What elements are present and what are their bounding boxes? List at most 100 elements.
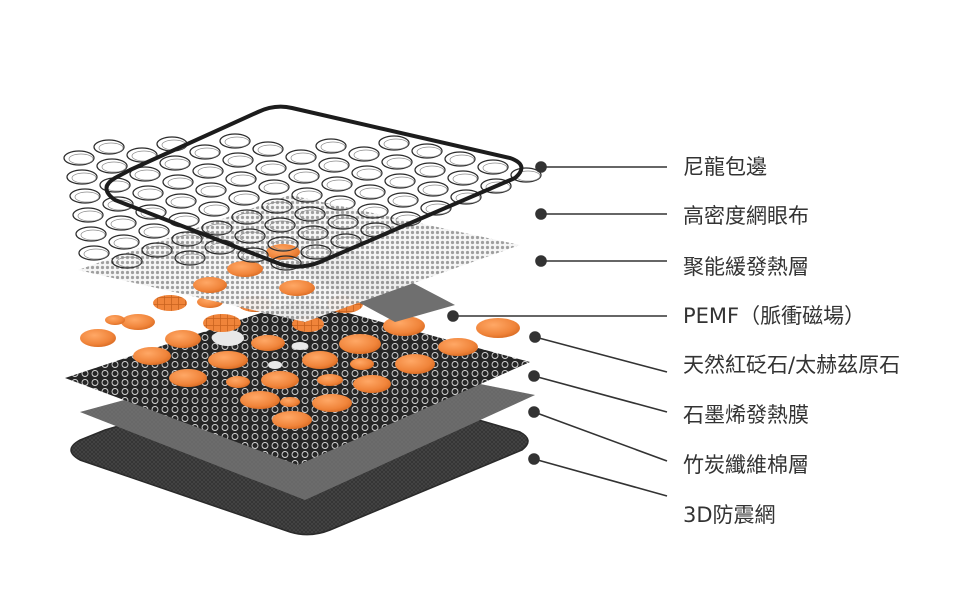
mesh-ring-inner [260, 163, 286, 175]
mesh-ring-inner [455, 192, 481, 204]
mesh-ring-inner [170, 196, 196, 208]
label-bamboo-cotton: 竹炭纖維棉層 [683, 453, 809, 477]
mesh-ring-inner [419, 165, 445, 177]
mesh-ring [291, 187, 323, 203]
mesh-ring [264, 217, 296, 233]
mesh-ring [300, 244, 332, 260]
mesh-ring-inner [293, 171, 319, 183]
mesh-ring [330, 233, 362, 249]
mesh-ring [126, 147, 158, 163]
mesh-ring-inner [359, 187, 385, 199]
mesh-ring [357, 203, 389, 219]
label-energy-heating-layer: 聚能緩發熱層 [683, 255, 809, 279]
mesh-ring [270, 255, 302, 271]
mesh-ring [72, 207, 104, 223]
nylon-edge-frame [104, 104, 524, 269]
mesh-ring-inner [356, 168, 382, 180]
mesh-ring [135, 204, 167, 220]
mesh-ring-inner [101, 161, 127, 173]
mesh-ring-inner [140, 207, 166, 219]
mesh-ring [252, 141, 284, 157]
mesh-ring [294, 206, 326, 222]
mesh-ring [225, 171, 257, 187]
mesh-ring [174, 250, 206, 266]
mesh-ring [228, 190, 260, 206]
mesh-ring [141, 242, 173, 258]
mesh-ring-inner [74, 191, 100, 203]
mesh-ring [447, 170, 479, 186]
mesh-ring-inner [194, 147, 220, 159]
mesh-ring-inner [269, 220, 295, 232]
mesh-ring-inner [323, 160, 349, 172]
mesh-ring [105, 215, 137, 231]
mesh-ring [267, 236, 299, 252]
mesh-ring-inner [167, 177, 193, 189]
mesh-ring [324, 195, 356, 211]
mesh-ring [414, 162, 446, 178]
mesh-ring [201, 220, 233, 236]
mesh-ring [420, 200, 452, 216]
mesh-ring [384, 173, 416, 189]
mesh-ring [378, 135, 410, 151]
mesh-ring [354, 184, 386, 200]
mesh-ring [69, 188, 101, 204]
mesh-ring-inner [134, 169, 160, 181]
stone-highlights [193, 244, 315, 296]
mesh-ring [222, 152, 254, 168]
mesh-ring-inner [335, 236, 361, 248]
mesh-ring [93, 139, 125, 155]
mesh-ring [348, 146, 380, 162]
mesh-ring-inner [116, 256, 142, 268]
mesh-ring-inner [110, 218, 136, 230]
mesh-ring [258, 179, 290, 195]
mesh-ring-inner [302, 228, 328, 240]
mesh-ring [297, 225, 329, 241]
mesh-ring-inner [224, 136, 250, 148]
mesh-ring [198, 201, 230, 217]
mesh-ring [96, 158, 128, 174]
label-nylon-edge: 尼龍包邊 [683, 155, 767, 179]
mesh-ring-inner [326, 179, 352, 191]
mesh-ring-inner [242, 250, 268, 262]
mesh-ring-inner [353, 149, 379, 161]
mesh-ring [417, 181, 449, 197]
mesh-ring [381, 154, 413, 170]
mesh-ring [255, 160, 287, 176]
label-high-density-mesh: 高密度網眼布 [683, 204, 809, 228]
mesh-ring [411, 143, 443, 159]
mesh-ring-inner [176, 234, 202, 246]
mesh-ring-inner [425, 203, 451, 215]
mesh-ring [129, 166, 161, 182]
mesh-ring [288, 168, 320, 184]
label-stone-layer: 天然紅砭石/太赫茲原石 [683, 353, 901, 377]
mesh-ring-inner [68, 153, 94, 165]
mesh-ring [159, 155, 191, 171]
mesh-ring-inner [80, 229, 106, 241]
mesh-ring [444, 151, 476, 167]
mesh-ring-inner [206, 223, 232, 235]
mesh-ring [165, 193, 197, 209]
mesh-ring-inner [416, 146, 442, 158]
mesh-ring [78, 245, 110, 261]
mesh-ring [219, 133, 251, 149]
mesh-ring-inner [200, 185, 226, 197]
mesh-ring-inner [329, 198, 355, 210]
mesh-ring-inner [227, 155, 253, 167]
mesh-ring-inner [137, 188, 163, 200]
label-graphene-film: 石墨烯發熱膜 [683, 403, 809, 427]
mesh-ring-inner [383, 138, 409, 150]
mesh-ring-inner [77, 210, 103, 222]
mesh-ring-inner [257, 144, 283, 156]
mesh-ring-inner [305, 247, 331, 259]
mesh-ring-inner [452, 173, 478, 185]
mesh-ring-inner [239, 231, 265, 243]
mesh-ring [108, 234, 140, 250]
mesh-ring [387, 192, 419, 208]
mesh-ring-inner [98, 142, 124, 154]
mesh-ring [75, 226, 107, 242]
mesh-ring-inner [143, 226, 169, 238]
label-3d-shock-net: 3D防震網 [683, 503, 776, 527]
mesh-ring [285, 149, 317, 165]
mesh-ring [237, 247, 269, 263]
